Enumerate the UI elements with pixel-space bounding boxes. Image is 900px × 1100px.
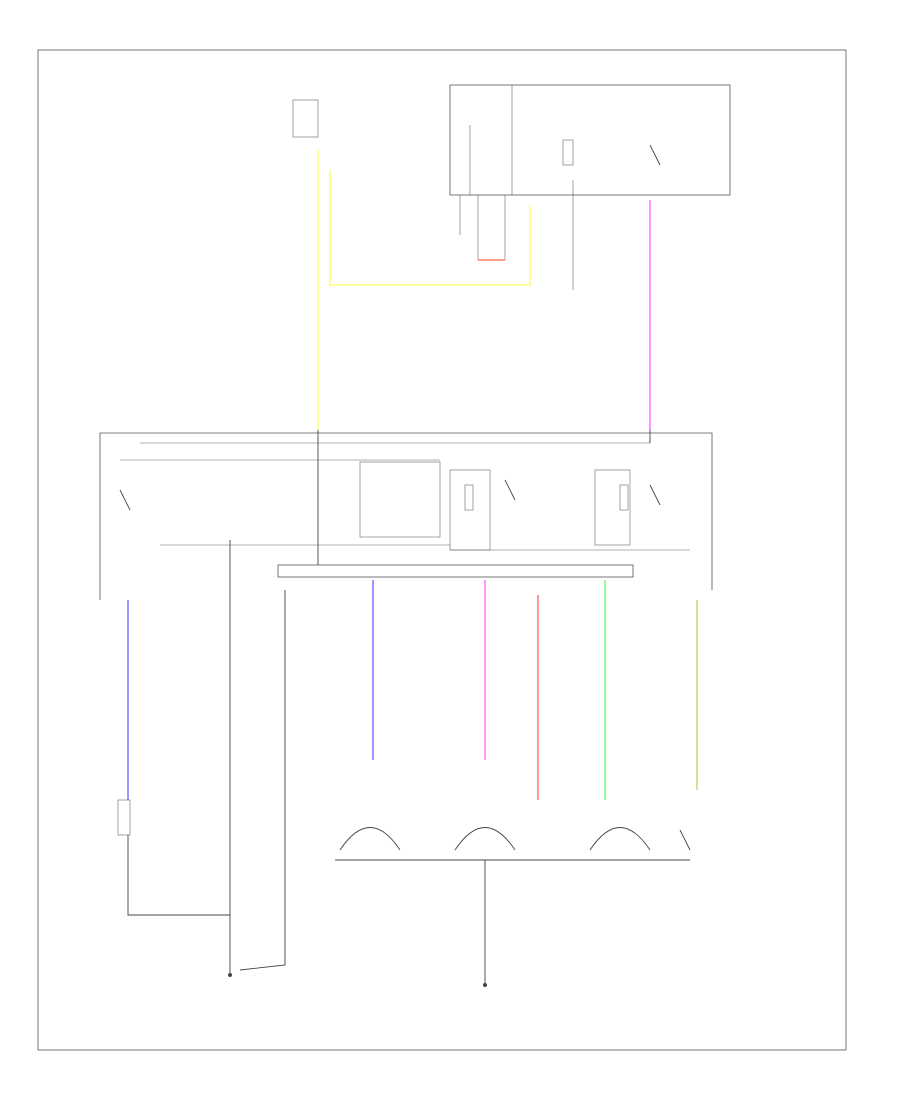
junction-resistor bbox=[562, 139, 574, 166]
horn-relay-coil-2 bbox=[619, 484, 629, 511]
lower-left-ground-lead bbox=[127, 835, 230, 916]
yellow-wire-loop bbox=[329, 170, 531, 286]
fuse-box-left bbox=[292, 99, 319, 138]
motor-1 bbox=[335, 827, 405, 861]
module-inner-box bbox=[359, 461, 441, 538]
splice-bar bbox=[277, 564, 634, 578]
module-switch-1 bbox=[119, 489, 131, 511]
rotary-switch bbox=[679, 829, 691, 851]
black-wire-ground-2 bbox=[239, 590, 286, 971]
center-ground-point bbox=[483, 983, 487, 987]
horn-relay-box-2 bbox=[594, 469, 631, 546]
horn-relay-coil-1 bbox=[464, 484, 474, 511]
motor-3 bbox=[585, 827, 655, 861]
horn-relay-switch-1 bbox=[504, 479, 516, 501]
horn-relay-box-1 bbox=[449, 469, 491, 551]
junction-switch bbox=[649, 144, 661, 166]
central-module-box bbox=[99, 432, 713, 600]
diagram-frame bbox=[37, 49, 847, 1051]
left-ground-point bbox=[228, 973, 232, 977]
lower-left-component bbox=[117, 799, 131, 836]
smart-junction-box bbox=[449, 84, 731, 196]
motor-2 bbox=[450, 827, 520, 861]
horn-relay-switch-2 bbox=[649, 484, 661, 506]
